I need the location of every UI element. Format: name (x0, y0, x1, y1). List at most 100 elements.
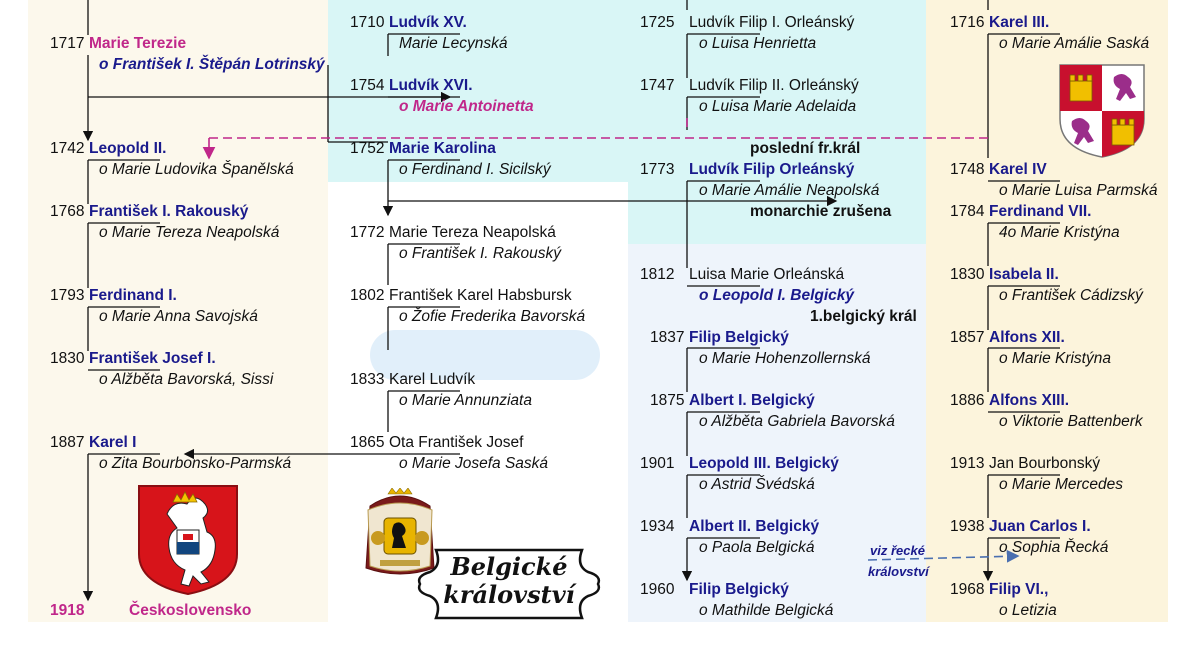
col4-name-1[interactable]: Karel III. (989, 14, 1050, 31)
col2-spouse-2: o Marie Antoinetta (399, 98, 534, 115)
col2-year-7: 1865 (350, 434, 385, 451)
col3-spouse-2: o Luisa Marie Adelaida (699, 98, 857, 115)
col2-year-6: 1833 (350, 371, 385, 388)
col1-spouse-4: o Marie Anna Savojská (99, 308, 258, 325)
banner-line-1: Belgické (450, 552, 568, 581)
col3-year-3: 1773 (640, 161, 675, 178)
col3-spouse-7: o Astrid Švédská (699, 476, 815, 493)
col4-spouse-8: o Sophia Řecká (999, 539, 1109, 556)
col2-name-4[interactable]: Marie Tereza Neapolská (389, 224, 556, 241)
col2-name-3[interactable]: Marie Karolina (389, 140, 496, 157)
col4-spouse-5: o Marie Kristýna (999, 350, 1111, 367)
col4-year-9: 1968 (950, 581, 985, 598)
col1-name-6[interactable]: Karel I (89, 434, 137, 451)
col3-name-4[interactable]: Luisa Marie Orleánská (689, 266, 845, 283)
col1-year-6: 1887 (50, 434, 85, 451)
col1-year-1: 1717 (50, 35, 85, 52)
col4-name-7[interactable]: Jan Bourbonský (989, 455, 1101, 472)
col2-spouse-6: o Marie Annunziata (399, 392, 532, 409)
col4-year-6: 1886 (950, 392, 985, 409)
col4-name-5[interactable]: Alfons XII. (989, 329, 1065, 346)
col4-spouse-1: o Marie Amálie Saská (999, 35, 1150, 52)
col2-spouse-3: o Ferdinand I. Sicilský (399, 161, 551, 178)
col1-year-7: 1918 (50, 602, 85, 619)
col4-year-1: 1716 (950, 14, 985, 31)
col2-year-2: 1754 (350, 77, 385, 94)
col2-spouse-4: o František I. Rakouský (399, 245, 561, 262)
col3-year-1: 1725 (640, 14, 675, 31)
note-see-greek-2[interactable]: království (868, 564, 929, 579)
col3-name-2[interactable]: Ludvík Filip II. Orleánský (689, 77, 859, 94)
col3-year-2: 1747 (640, 77, 675, 94)
col1-spouse-5: o Alžběta Bavorská, Sissi (99, 371, 274, 388)
col2-year-5: 1802 (350, 287, 385, 304)
col1-spouse-3: o Marie Tereza Neapolská (99, 224, 280, 241)
czechoslovak-coat-of-arms-icon (138, 485, 238, 596)
col2-spouse-5: o Žofie Frederika Bavorská (399, 308, 586, 325)
col3-spouse-4: o Leopold I. Belgický (699, 287, 855, 304)
col4-year-7: 1913 (950, 455, 985, 472)
col3-name-9[interactable]: Filip Belgický (689, 581, 789, 598)
banner-scroll (417, 548, 601, 620)
col4-spouse-9: o Letizia (999, 602, 1057, 619)
col1-name-5[interactable]: František Josef I. (89, 350, 216, 367)
col1-name-2[interactable]: Leopold II. (89, 140, 167, 157)
col4-spouse-4: o František Cádizský (999, 287, 1143, 304)
col1-year-5: 1830 (50, 350, 85, 367)
col4-spouse-6: o Viktorie Battenberk (999, 413, 1143, 430)
col4-name-4[interactable]: Isabela II. (989, 266, 1059, 283)
col3-name-8[interactable]: Albert II. Belgický (689, 518, 820, 535)
col1-name-1[interactable]: Marie Terezie (89, 35, 187, 52)
col3-spouse-3: o Marie Amálie Neapolská (699, 182, 880, 199)
col3-year-7: 1901 (640, 455, 675, 472)
col2-year-3: 1752 (350, 140, 385, 157)
col4-name-9[interactable]: Filip VI., (989, 581, 1049, 598)
col4-name-6[interactable]: Alfons XIII. (989, 392, 1070, 409)
col4-year-4: 1830 (950, 266, 985, 283)
col3-name-6[interactable]: Albert I. Belgický (689, 392, 815, 409)
spanish-castile-leon-arms-icon (1059, 64, 1145, 158)
cloud-decoration (370, 330, 600, 380)
col1-year-2: 1742 (50, 140, 85, 157)
note-first-belgian-king: 1.belgický král (810, 308, 917, 325)
col2-year-1: 1710 (350, 14, 385, 31)
note-monarchy-abolished: monarchie zrušena (750, 203, 892, 220)
col1-name-3[interactable]: František I. Rakouský (89, 203, 249, 220)
col2-name-5[interactable]: František Karel Habsbursk (389, 287, 572, 304)
col1-year-4: 1793 (50, 287, 85, 304)
note-last-king: poslední fr.král (750, 140, 861, 157)
col1-spouse-1: o František I. Štěpán Lotrinský (99, 56, 325, 73)
col4-year-8: 1938 (950, 518, 985, 535)
col3-year-6: 1875 (650, 392, 685, 409)
col3-name-5[interactable]: Filip Belgický (689, 329, 789, 346)
col4-year-5: 1857 (950, 329, 985, 346)
col4-name-2[interactable]: Karel IV (989, 161, 1047, 178)
banner-line-2: království (443, 580, 575, 609)
col4-name-8[interactable]: Juan Carlos I. (989, 518, 1091, 535)
col3-name-7[interactable]: Leopold III. Belgický (689, 455, 839, 472)
col4-spouse-3: 4o Marie Kristýna (999, 224, 1120, 241)
col2-name-6[interactable]: Karel Ludvík (389, 371, 476, 388)
col4-year-2: 1748 (950, 161, 985, 178)
col3-top-background (628, 0, 926, 244)
col3-name-1[interactable]: Ludvík Filip I. Orleánský (689, 14, 855, 31)
col2-name-1[interactable]: Ludvík XV. (389, 14, 467, 31)
col4-year-3: 1784 (950, 203, 985, 220)
col1-year-3: 1768 (50, 203, 85, 220)
col1-name-7[interactable]: Československo (129, 602, 252, 619)
col1-name-4[interactable]: Ferdinand I. (89, 287, 177, 304)
col2-year-4: 1772 (350, 224, 385, 241)
col4-name-3[interactable]: Ferdinand VII. (989, 203, 1092, 220)
col3-spouse-1: o Luisa Henrietta (699, 35, 817, 52)
col2-spouse-7: o Marie Josefa Saská (399, 455, 549, 472)
note-see-greek-1[interactable]: viz řecké (870, 543, 925, 558)
col1-spouse-2: o Marie Ludovika Španělská (99, 161, 294, 178)
col2-spouse-1: Marie Lecynská (399, 35, 508, 52)
col2-name-7[interactable]: Ota František Josef (389, 434, 524, 451)
col3-year-9: 1960 (640, 581, 675, 598)
col1-spouse-6: o Zita Bourbonsko-Parmská (99, 455, 292, 472)
col3-name-3[interactable]: Ludvík Filip Orleánský (689, 161, 855, 178)
col2-name-2[interactable]: Ludvík XVI. (389, 77, 473, 94)
col3-year-4: 1812 (640, 266, 675, 283)
